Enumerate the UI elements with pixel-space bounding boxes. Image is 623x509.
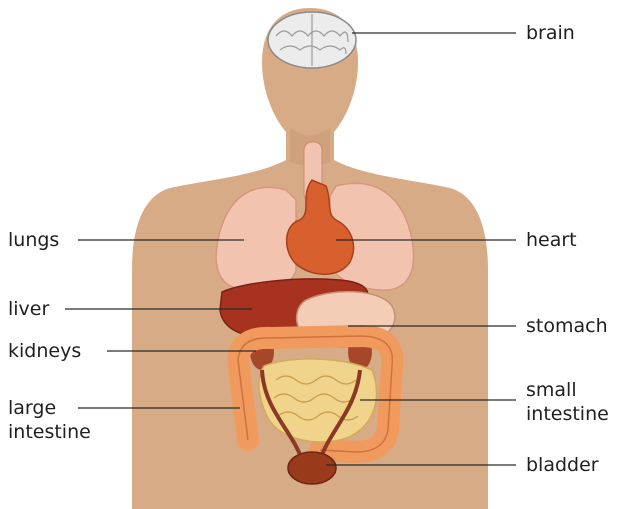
label-small-intestine-line2: intestine (526, 402, 623, 426)
label-liver: liver (8, 297, 49, 321)
label-large-intestine-line2: intestine (8, 420, 128, 444)
label-brain: brain (526, 21, 575, 45)
label-large-intestine-line1: large (8, 396, 128, 420)
label-large-intestine: large intestine (8, 396, 128, 444)
label-bladder: bladder (526, 453, 599, 477)
label-heart: heart (526, 228, 577, 252)
label-stomach: stomach (526, 314, 608, 338)
label-lungs: lungs (8, 228, 59, 252)
label-small-intestine-line1: small (526, 378, 623, 402)
bladder-shape (288, 452, 336, 484)
label-small-intestine: small intestine (526, 378, 623, 426)
label-kidneys: kidneys (8, 339, 81, 363)
